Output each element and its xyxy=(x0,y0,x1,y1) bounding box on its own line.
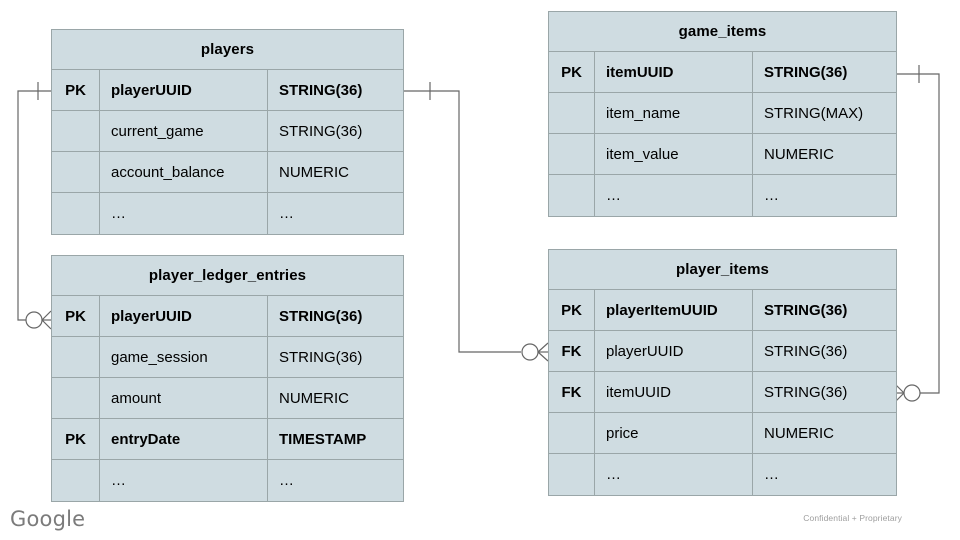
table-row[interactable]: … … xyxy=(549,454,896,495)
row-type: STRING(MAX) xyxy=(764,104,864,122)
row-type: NUMERIC xyxy=(279,163,349,181)
entity-game-items[interactable]: game_items PK itemUUID STRING(36) item_n… xyxy=(548,11,897,217)
table-row[interactable]: PK playerUUID STRING(36) xyxy=(52,296,403,337)
entity-player-items[interactable]: player_items PK playerItemUUID STRING(36… xyxy=(548,249,897,496)
table-row[interactable]: current_game STRING(36) xyxy=(52,111,403,152)
row-column: itemUUID xyxy=(595,372,753,412)
row-key: FK xyxy=(549,331,595,371)
table-row[interactable]: PK playerUUID STRING(36) xyxy=(52,70,403,111)
row-column: itemUUID xyxy=(595,52,753,92)
row-key xyxy=(52,111,100,151)
entity-title-player-ledger-entries: player_ledger_entries xyxy=(52,256,403,296)
row-column: account_balance xyxy=(100,152,268,192)
row-type: … xyxy=(764,187,779,204)
row-key xyxy=(549,175,595,216)
row-key: PK xyxy=(549,52,595,92)
row-type: TIMESTAMP xyxy=(279,430,367,448)
row-type: … xyxy=(764,466,779,483)
row-type: NUMERIC xyxy=(764,424,834,442)
row-column: playerUUID xyxy=(595,331,753,371)
row-type: STRING(36) xyxy=(279,81,363,99)
table-row[interactable]: PK playerItemUUID STRING(36) xyxy=(549,290,896,331)
connector-players-to-player-items xyxy=(404,82,549,362)
row-key xyxy=(52,460,100,501)
row-key xyxy=(52,152,100,192)
row-type: … xyxy=(279,205,294,222)
row-key xyxy=(549,93,595,133)
table-row[interactable]: account_balance NUMERIC xyxy=(52,152,403,193)
row-key xyxy=(549,413,595,453)
table-row[interactable]: FK playerUUID STRING(36) xyxy=(549,331,896,372)
row-column: playerUUID xyxy=(100,296,268,336)
row-type: STRING(36) xyxy=(279,307,363,325)
row-column: … xyxy=(100,193,268,234)
row-type: STRING(36) xyxy=(279,122,363,140)
row-column: item_name xyxy=(595,93,753,133)
table-row[interactable]: … … xyxy=(52,193,403,234)
row-column: … xyxy=(100,460,268,501)
table-row[interactable]: … … xyxy=(52,460,403,501)
row-type: STRING(36) xyxy=(764,63,848,81)
row-type: NUMERIC xyxy=(764,145,834,163)
row-key xyxy=(52,193,100,234)
table-row[interactable]: FK itemUUID STRING(36) xyxy=(549,372,896,413)
row-column: playerItemUUID xyxy=(595,290,753,330)
confidentiality-note: Confidential + Proprietary xyxy=(803,513,902,523)
row-column: game_session xyxy=(100,337,268,377)
row-column: price xyxy=(595,413,753,453)
row-type: NUMERIC xyxy=(279,389,349,407)
table-row[interactable]: PK entryDate TIMESTAMP xyxy=(52,419,403,460)
row-column: entryDate xyxy=(100,419,268,459)
row-key: FK xyxy=(549,372,595,412)
row-column: … xyxy=(595,454,753,495)
row-key: PK xyxy=(52,296,100,336)
entity-player-ledger-entries[interactable]: player_ledger_entries PK playerUUID STRI… xyxy=(51,255,404,502)
connector-players-to-ledger xyxy=(17,82,52,330)
row-column: item_value xyxy=(595,134,753,174)
row-key: PK xyxy=(52,419,100,459)
row-key: PK xyxy=(52,70,100,110)
row-key xyxy=(549,454,595,495)
connector-game-items-to-player-items xyxy=(894,65,940,403)
table-row[interactable]: … … xyxy=(549,175,896,216)
row-column: playerUUID xyxy=(100,70,268,110)
table-row[interactable]: item_value NUMERIC xyxy=(549,134,896,175)
row-column: … xyxy=(595,175,753,216)
row-column: current_game xyxy=(100,111,268,151)
entity-title-game-items: game_items xyxy=(549,12,896,52)
row-key xyxy=(52,378,100,418)
google-logo: Google xyxy=(10,507,86,531)
table-row[interactable]: amount NUMERIC xyxy=(52,378,403,419)
row-type: STRING(36) xyxy=(764,342,848,360)
row-column: amount xyxy=(100,378,268,418)
row-key xyxy=(52,337,100,377)
row-type: STRING(36) xyxy=(764,301,848,319)
row-type: … xyxy=(279,472,294,489)
table-row[interactable]: game_session STRING(36) xyxy=(52,337,403,378)
row-type: STRING(36) xyxy=(279,348,363,366)
table-row[interactable]: price NUMERIC xyxy=(549,413,896,454)
entity-players[interactable]: players PK playerUUID STRING(36) current… xyxy=(51,29,404,235)
row-type: STRING(36) xyxy=(764,383,848,401)
table-row[interactable]: item_name STRING(MAX) xyxy=(549,93,896,134)
table-row[interactable]: PK itemUUID STRING(36) xyxy=(549,52,896,93)
entity-title-player-items: player_items xyxy=(549,250,896,290)
row-key xyxy=(549,134,595,174)
entity-title-players: players xyxy=(52,30,403,70)
row-key: PK xyxy=(549,290,595,330)
